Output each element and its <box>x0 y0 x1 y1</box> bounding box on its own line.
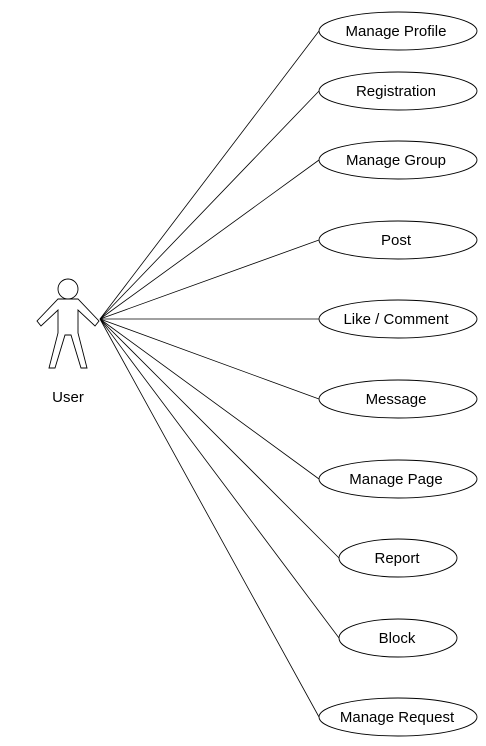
use-case-label: Post <box>381 232 412 249</box>
use-case-ellipse <box>318 379 478 419</box>
use-case-manage-group: Manage Group <box>318 140 478 180</box>
use-case-ellipse <box>318 299 478 339</box>
actor-label: User <box>52 389 84 406</box>
use-case-ellipse <box>338 618 458 658</box>
association-line <box>99 90 320 320</box>
association-line <box>99 318 320 480</box>
association-line <box>99 239 320 320</box>
use-case-ellipse <box>318 697 478 737</box>
use-case-label: Message <box>366 391 427 408</box>
actor <box>36 278 100 369</box>
use-case-manage-profile: Manage Profile <box>318 11 478 51</box>
use-case-message: Message <box>318 379 478 419</box>
use-case-like-comment: Like / Comment <box>318 299 478 339</box>
use-case-label: Report <box>374 550 420 567</box>
association-line <box>99 318 340 559</box>
use-case-ellipse <box>318 459 478 499</box>
use-case-label: Like / Comment <box>343 311 449 328</box>
use-case-label: Manage Request <box>340 709 455 726</box>
use-case-label: Block <box>379 630 416 647</box>
use-case-post: Post <box>318 220 478 260</box>
use-case-report: Report <box>338 538 458 578</box>
use-case-manage-request: Manage Request <box>318 697 478 737</box>
use-case-manage-page: Manage Page <box>318 459 478 499</box>
use-case-ellipse <box>318 11 478 51</box>
association-line <box>99 159 320 320</box>
use-case-block: Block <box>338 618 458 658</box>
use-case-label: Manage Group <box>346 152 446 169</box>
associations <box>99 30 340 718</box>
use-case-label: Registration <box>356 83 436 100</box>
use-case-label: Manage Page <box>349 471 442 488</box>
use-case-label: Manage Profile <box>346 23 447 40</box>
association-line <box>99 318 320 718</box>
use-case-ellipse <box>318 220 478 260</box>
association-line <box>99 318 320 400</box>
association-line <box>99 30 320 320</box>
use-case-registration: Registration <box>318 71 478 111</box>
association-line <box>99 318 340 639</box>
actor-body-icon <box>36 298 100 369</box>
use-case-ellipse <box>318 71 478 111</box>
actor-head-icon <box>57 278 79 300</box>
use-case-ellipse <box>318 140 478 180</box>
use-case-ellipse <box>338 538 458 578</box>
